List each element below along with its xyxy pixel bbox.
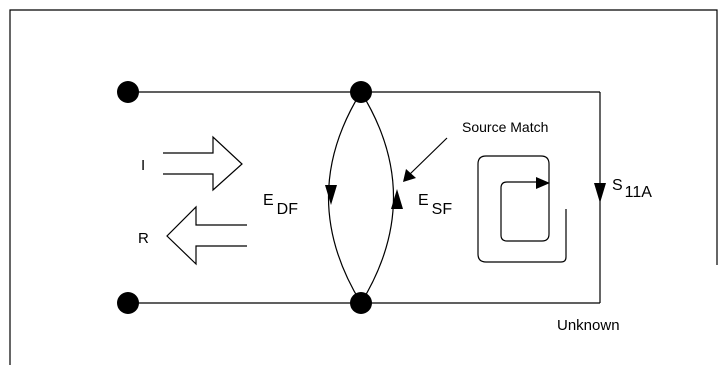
edf-label-main: E bbox=[263, 192, 274, 209]
s11a-arrow-down bbox=[594, 183, 606, 203]
edf-label-subscript: DF bbox=[277, 201, 299, 218]
esf-label-subscript: SF bbox=[432, 201, 453, 218]
frame-border bbox=[9, 9, 718, 365]
incident-arrow bbox=[163, 135, 243, 192]
reflected-arrow bbox=[166, 205, 247, 266]
esf-label: ESF bbox=[418, 192, 452, 218]
port-node-top bbox=[117, 81, 139, 103]
port-node-bottom bbox=[117, 292, 139, 314]
unknown-label: Unknown bbox=[557, 317, 620, 334]
edf-branch bbox=[327, 91, 362, 304]
s11a-label-main: S bbox=[612, 177, 623, 194]
source-match-pointer-head bbox=[403, 169, 416, 182]
edf-arrow-down bbox=[325, 185, 337, 205]
esf-branch bbox=[360, 91, 395, 304]
edf-label: EDF bbox=[263, 192, 298, 218]
source-match-label: Source Match bbox=[462, 119, 548, 135]
esf-arrow-up bbox=[391, 189, 403, 209]
reflected-label: R bbox=[138, 230, 149, 247]
reflection-loop-outer bbox=[477, 155, 567, 263]
esf-label-main: E bbox=[418, 192, 429, 209]
incident-label: I bbox=[141, 157, 145, 174]
s11a-label-subscript: 11A bbox=[625, 184, 653, 201]
reflection-loop-arrowhead bbox=[536, 177, 550, 189]
source-match-pointer bbox=[409, 137, 448, 175]
